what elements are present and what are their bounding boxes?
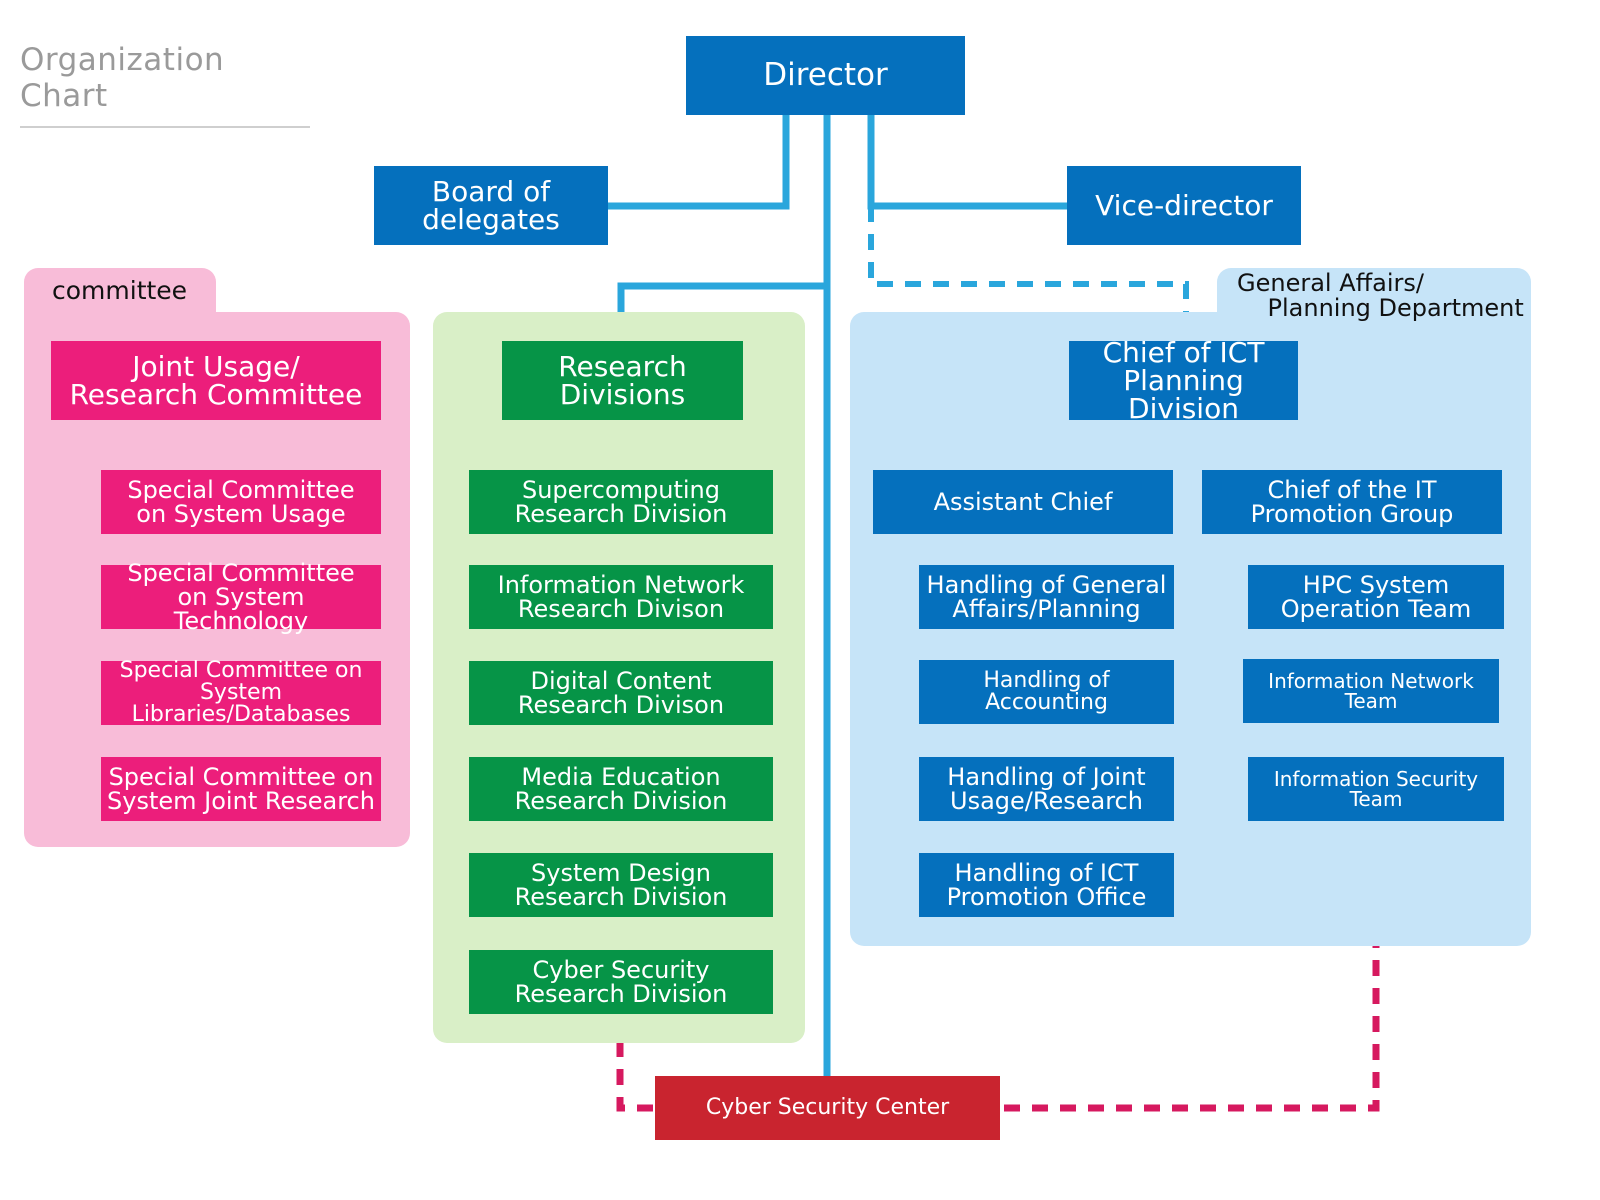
board-connector	[607, 115, 790, 210]
page-title: Organization Chart	[20, 42, 310, 128]
committee-item[interactable]: Special Committee on System Technology	[101, 561, 381, 633]
vice-director-box[interactable]: Vice-director	[1067, 166, 1301, 245]
committee-tab-label: committee	[52, 276, 188, 305]
assistant-item[interactable]: Handling of Joint Usage/Research	[919, 757, 1174, 821]
director-box[interactable]: Director	[686, 36, 965, 115]
cyber-research-dashed-connector	[616, 1013, 655, 1112]
research-division-item[interactable]: Information Network Research Divison	[469, 565, 773, 629]
research-divisions-box[interactable]: Research Divisions	[502, 341, 743, 420]
research-division-item[interactable]: System Design Research Division	[469, 853, 773, 917]
assistant-item[interactable]: Handling of ICT Promotion Office	[919, 853, 1174, 917]
vice-director-connector	[867, 115, 1068, 210]
joint-usage-committee-box[interactable]: Joint Usage/ Research Committee	[51, 341, 381, 420]
committee-item[interactable]: Special Committee on System Joint Resear…	[101, 757, 381, 821]
assistant-item[interactable]: Handling of General Affairs/Planning	[919, 565, 1174, 629]
assistant-item[interactable]: Handling of Accounting	[919, 660, 1174, 724]
general-affairs-tab-label: General Affairs/ Planning Department	[1237, 269, 1524, 323]
research-division-item[interactable]: Digital Content Research Divison	[469, 661, 773, 725]
research-division-item[interactable]: Media Education Research Division	[469, 757, 773, 821]
committee-item[interactable]: Special Committee on System Usage	[101, 470, 381, 534]
committee-tab	[24, 268, 216, 328]
it-promotion-group-box[interactable]: Chief of the IT Promotion Group	[1202, 470, 1502, 534]
it-group-item[interactable]: Information Security Team	[1248, 757, 1504, 821]
board-of-delegates-box[interactable]: Board of delegates	[374, 166, 608, 245]
research-division-item[interactable]: Supercomputing Research Division	[469, 470, 773, 534]
it-group-item[interactable]: Information Network Team	[1243, 659, 1499, 723]
committee-item[interactable]: Special Committee on System Libraries/Da…	[101, 660, 381, 726]
assistant-chief-box[interactable]: Assistant Chief	[873, 470, 1173, 534]
general-affairs-tab	[1217, 268, 1531, 328]
it-group-item[interactable]: HPC System Operation Team	[1248, 565, 1504, 629]
research-division-item[interactable]: Cyber Security Research Division	[469, 950, 773, 1014]
chief-ict-planning-box[interactable]: Chief of ICT Planning Division	[1069, 338, 1298, 422]
cyber-security-center-box[interactable]: Cyber Security Center	[655, 1076, 1000, 1140]
